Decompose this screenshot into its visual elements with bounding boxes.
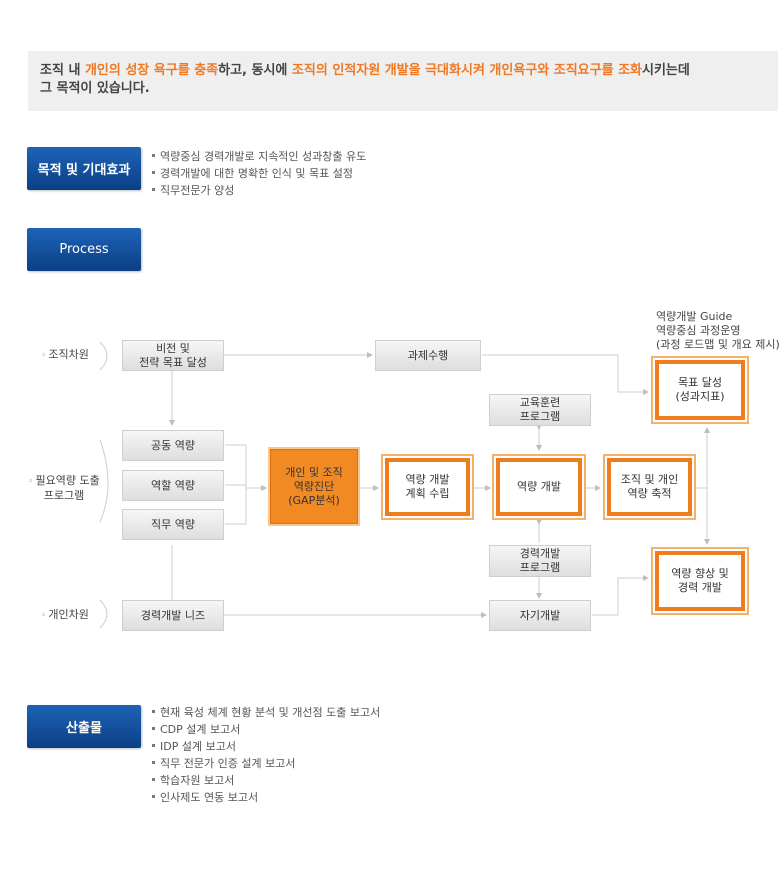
role-competency-box: 역할 역량 <box>122 470 224 501</box>
career-needs-box: 경력개발 니즈 <box>122 600 224 631</box>
common-competency-box: 공동 역량 <box>122 430 224 461</box>
outputs-list: 현재 육성 체계 현황 분석 및 개선점 도출 보고서 CDP 설계 보고서 I… <box>151 704 380 806</box>
list-item: 직무전문가 양성 <box>151 182 366 199</box>
list-item: 학습자원 보고서 <box>151 772 380 789</box>
list-item: 경력개발에 대한 명확한 인식 및 목표 설정 <box>151 165 366 182</box>
self-development-box: 자기개발 <box>489 600 591 631</box>
purpose-badge: 목적 및 기대효과 <box>27 147 141 190</box>
list-item: 인사제도 연동 보고서 <box>151 789 380 806</box>
purpose-list: 역량중심 경력개발로 지속적인 성과창출 유도 경력개발에 대한 명확한 인식 … <box>151 148 366 199</box>
outputs-badge: 산출물 <box>27 705 141 748</box>
development-box: 역량 개발 <box>492 454 586 520</box>
list-item: IDP 설계 보고서 <box>151 738 380 755</box>
intro-highlight-1: 개인의 성장 욕구를 충족 <box>84 63 219 78</box>
task-box: 과제수행 <box>375 340 481 371</box>
list-item: 현재 육성 체계 현황 분석 및 개선점 도출 보고서 <box>151 704 380 721</box>
intro-text: 시키는데 <box>642 63 690 78</box>
list-item: CDP 설계 보고서 <box>151 721 380 738</box>
list-item: 역량중심 경력개발로 지속적인 성과창출 유도 <box>151 148 366 165</box>
intro-text: 하고, 동시에 <box>218 63 292 78</box>
circle-icon: ◦ <box>41 351 47 361</box>
intro-text: 그 목적이 있습니다. <box>40 81 150 96</box>
intro-highlight-2: 조직의 인적자원 개발을 극대화시켜 개인욕구와 조직요구를 조화 <box>291 63 642 78</box>
circle-icon: ◦ <box>28 477 34 487</box>
goal-box: 목표 달성(성과지표) <box>651 356 749 424</box>
job-competency-box: 직무 역량 <box>122 509 224 540</box>
row-label-org: ◦조직차원 <box>41 348 89 361</box>
intro-text: 조직 내 <box>40 63 85 78</box>
intro-banner: 조직 내 개인의 성장 욕구를 충족하고, 동시에 조직의 인적자원 개발을 극… <box>28 51 778 111</box>
list-item: 직무 전문가 인증 설계 보고서 <box>151 755 380 772</box>
process-badge: Process <box>27 228 141 271</box>
circle-icon: ◦ <box>41 611 47 621</box>
row-label-needs: ◦필요역량 도출 프로그램 <box>28 474 100 502</box>
row-label-personal: ◦개인차원 <box>41 608 89 621</box>
guide-note: 역량개발 Guide 역량중심 과정운영 (과정 로드맵 및 개요 제시) <box>656 310 780 351</box>
